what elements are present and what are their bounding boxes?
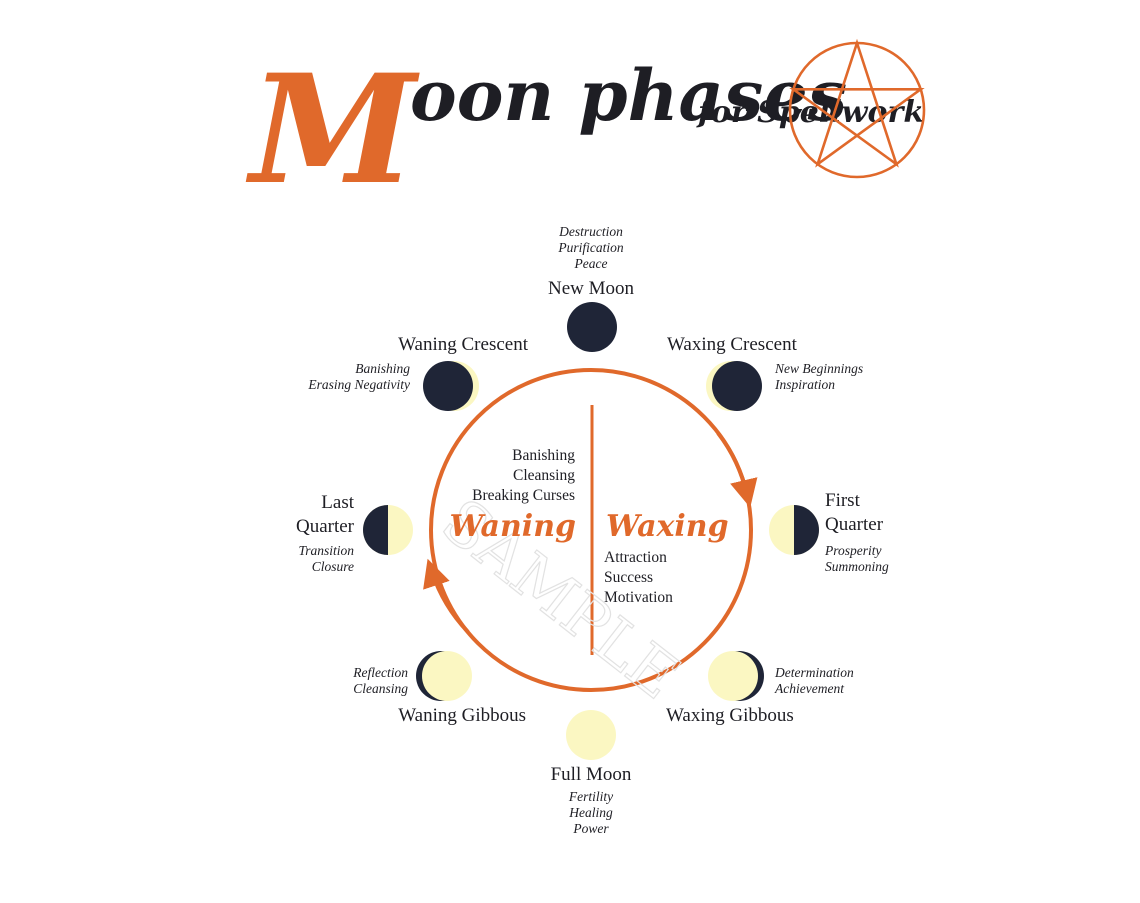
phase-keyword: Inspiration [774,377,835,392]
moon-waxing-crescent-icon [706,361,762,411]
phase-keyword: New Beginnings [774,361,863,376]
center-waning: Banishing Cleansing Breaking Curses Wani… [449,447,576,544]
phase-keyword: Power [572,821,609,836]
phase-name: Waxing Gibbous [666,705,794,726]
moon-full-icon [566,710,616,760]
title-main: oon phases [410,54,847,137]
title: M oon phases for Spellwork [245,42,924,218]
phase-name: Waning Crescent [398,334,529,355]
moon-waning-crescent-icon [423,361,479,411]
phase-keyword: Destruction [558,224,623,239]
phase-keyword: Erasing Negativity [307,377,410,392]
center-waxing: Waxing Attraction Success Motivation [604,509,729,606]
waning-keyword: Cleansing [513,467,575,484]
phases: New Moon DestructionPurificationPeaceWaxi… [296,224,889,836]
phase-keyword: Achievement [774,681,845,696]
phase-keyword: Prosperity [824,543,882,558]
waxing-keyword: Success [604,569,653,586]
phase-keyword: Summoning [825,559,889,574]
phase-name: Waxing Crescent [667,334,798,355]
phase-name: Full Moon [551,764,632,785]
cycle-ring [423,368,758,692]
waxing-label: Waxing [606,509,729,544]
moon-last-quarter-icon [363,505,413,555]
arrow-waning [423,558,470,634]
phase-name: Waning Gibbous [398,705,526,726]
waning-keyword: Banishing [512,447,575,464]
waning-label: Waning [449,509,576,544]
phase-name: Last [321,492,354,513]
arrow-waxing [716,431,758,508]
waning-keyword: Breaking Curses [472,487,575,504]
moon-new-icon [567,302,617,352]
phase-keyword: Fertility [568,789,613,804]
phase-name: Quarter [296,516,355,537]
phase-keyword: Purification [557,240,623,255]
phase-name: New Moon [548,278,635,299]
phase-keyword: Banishing [355,361,410,376]
phase-name: Quarter [825,514,884,535]
title-initial: M [245,42,420,218]
phase-keyword: Healing [568,805,613,820]
waxing-keyword: Motivation [604,589,673,606]
pentacle-icon [788,38,926,179]
phase-keyword: Transition [298,543,354,558]
phase-keyword: Reflection [352,665,408,680]
phase-name: First [825,490,861,511]
phase-keyword: Closure [312,559,354,574]
moon-first-quarter-icon [769,505,819,555]
moon-waning-gibbous-icon [416,651,472,701]
phase-keyword: Cleansing [353,681,408,696]
waxing-keyword: Attraction [604,549,667,566]
phase-keyword: Peace [574,256,608,271]
phase-keyword: Determination [774,665,854,680]
moon-waxing-gibbous-icon [708,651,764,701]
